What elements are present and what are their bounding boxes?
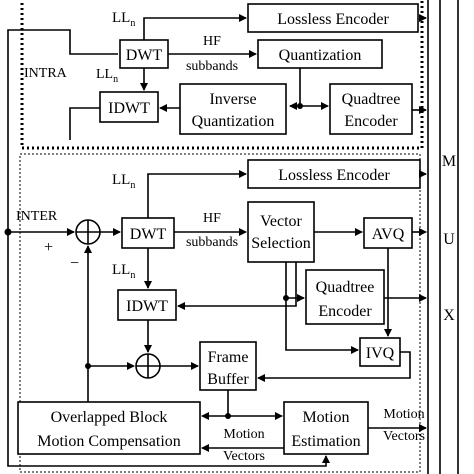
motion-estimation-block [283,401,369,455]
mv-out-line2: Vectors [383,429,425,444]
vs-line1: Vector [260,213,302,230]
inter-lossless-encoder-block [247,159,421,189]
intra-region-frame [20,0,424,150]
fb-line2: Buffer [207,371,249,388]
obmc-junction-dot [85,363,91,369]
input-to-me-arrow [7,232,330,467]
obmc-line1: Overlapped Block [51,409,168,426]
intra-subbands-label: subbands [186,59,238,74]
intra-quant-to-invq-arrow [289,68,301,110]
ivq-to-fb-arrow [257,351,411,382]
intra-idwt-label: IDWT [108,100,150,117]
ivq-block [359,337,401,367]
mux-label-x: X [443,307,455,324]
inter-plus-sign: + [44,239,53,256]
avq-label: AVQ [372,226,405,243]
vs-line2: Selection [251,235,311,252]
mv-mid-line2: Vectors [223,449,265,464]
vs-to-ivq-arrow [285,298,359,354]
inter-qt-line1: Quadtree [316,279,375,296]
intra-ll-left-label: LLn [96,67,118,85]
vs-to-idwt-arrow [177,262,297,310]
fb-to-obmc-arrow [201,390,229,420]
inter-label: INTER [16,209,58,224]
intra-idwt-block [99,91,159,123]
intra-qt-line1: Quadtree [342,91,401,108]
intra-lossless-encoder-block [247,3,419,33]
inter-ll-mid-label: LLn [112,262,135,281]
fb-line1: Frame [208,349,249,366]
vector-selection-block [247,201,315,263]
intra-invq-line1: Inverse [209,91,256,108]
intra-dwt-label: DWT [126,47,163,64]
obmc-line2: Motion Compensation [37,433,181,450]
intra-quantization-label: Quantization [279,47,362,64]
intra-invq-line2: Quantization [192,113,275,130]
mux-label-m: M [442,153,456,170]
intra-idwt-output-line [69,107,100,140]
mux-bar [427,0,441,474]
inter-dwt-block [121,217,175,249]
intra-input-line [7,29,118,232]
me-line1: Motion [302,409,349,426]
intra-quantization-block [257,39,383,69]
intra-lossless-encoder-label: Lossless Encoder [277,11,389,28]
inter-quadtree-encoder-block [305,269,385,325]
inter-region-frame [19,153,421,473]
fb-junction-dot [225,413,231,419]
inter-dwt-label: DWT [130,226,167,243]
inter-idwt-block [117,289,177,321]
inter-minus-sign: − [70,255,79,272]
mux-label-u: U [443,231,455,248]
frame-buffer-block [199,341,257,391]
intra-inverse-quantization-block [179,83,287,135]
intra-qt-line2: Encoder [344,113,398,130]
inter-lossless-encoder-label: Lossless Encoder [278,167,390,184]
mv-mid-line1: Motion [223,427,264,442]
inter-hf-label: HF [203,211,221,226]
inter-subbands-label: subbands [186,235,238,250]
intra-hf-label: HF [203,34,221,49]
obmc-block [17,401,201,455]
inter-idwt-label: IDWT [126,298,168,315]
intra-ll-top-label: LLn [112,10,135,29]
intra-label: INTRA [24,66,68,81]
ivq-label: IVQ [366,345,395,362]
inter-qt-line2: Encoder [318,303,372,320]
me-line2: Estimation [291,433,360,450]
intra-section: INTRA DWT Lossless Encoder Quantization … [7,3,427,232]
intra-ll-to-lossless-arrow [143,14,247,40]
vs-to-qt-arrow [285,262,305,302]
intra-junction-dot [297,103,303,109]
inter-ll-top-label: LLn [112,172,135,191]
intra-quadtree-encoder-block [329,83,413,135]
inter-section: INTER + − DWT Lossless Encoder Vector Se… [4,159,427,467]
mv-out-line1: Motion [383,407,424,422]
inter-ll-to-lossless-arrow [147,170,247,218]
